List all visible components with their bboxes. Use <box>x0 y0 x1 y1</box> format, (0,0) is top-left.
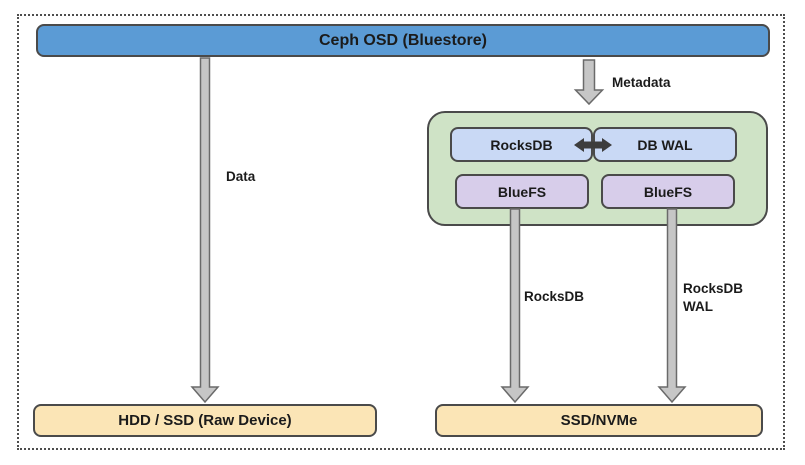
ceph-osd-bluestore-node: Ceph OSD (Bluestore) <box>36 24 770 57</box>
raw-device-node-label: HDD / SSD (Raw Device) <box>118 412 292 429</box>
data-arrow-label: Data <box>226 169 256 184</box>
db-wal-node: DB WAL <box>593 127 737 162</box>
metadata-arrow-label: Metadata <box>612 75 671 90</box>
fast-device-node: SSD/NVMe <box>435 404 763 437</box>
db-wal-node-label: DB WAL <box>637 136 693 153</box>
rocksdb-arrow-label: RocksDB <box>524 289 585 304</box>
fast-device-node-label: SSD/NVMe <box>560 412 638 429</box>
bluefs-left-node-label: BlueFS <box>497 183 547 200</box>
diagram-border <box>17 14 785 450</box>
rocksdb-wal-arrow-label: RocksDB WAL <box>683 281 744 315</box>
bluefs-right-node-label: BlueFS <box>643 183 693 200</box>
rocksdb-node-label: RocksDB <box>490 136 553 153</box>
rocksdb-node: RocksDB <box>450 127 593 162</box>
ceph-osd-bluestore-label: Ceph OSD (Bluestore) <box>318 31 487 49</box>
bluefs-right-node: BlueFS <box>601 174 735 209</box>
bluefs-left-node: BlueFS <box>455 174 589 209</box>
raw-device-node: HDD / SSD (Raw Device) <box>33 404 377 437</box>
